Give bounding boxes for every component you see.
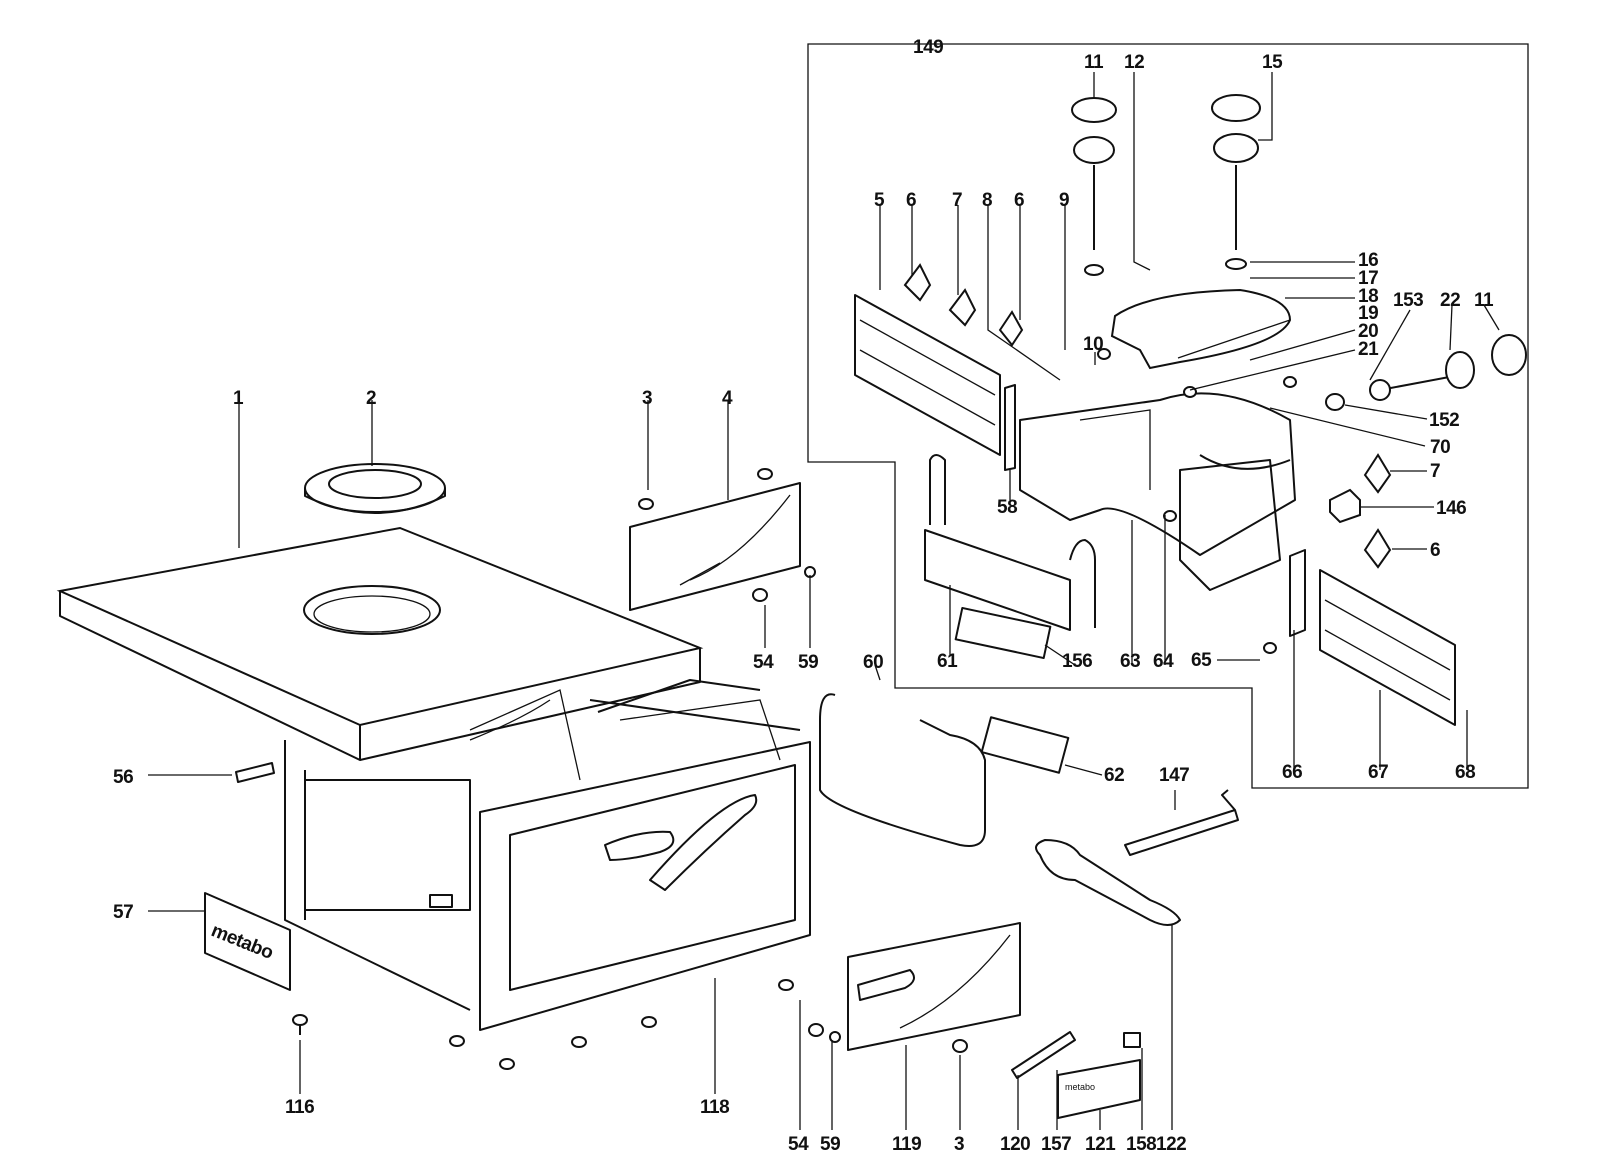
label-60: 60: [863, 652, 883, 673]
label-54: 54: [753, 652, 774, 673]
label-6: 6: [906, 190, 916, 211]
wrench-122: [1035, 839, 1181, 926]
label-11: 11: [1474, 290, 1494, 311]
label-15: 15: [1262, 52, 1283, 73]
side-rail-left: [854, 294, 1001, 456]
label-17: 17: [1358, 268, 1378, 289]
label-21: 21: [1358, 339, 1379, 360]
label-156: [954, 606, 1052, 660]
label-6: 6: [1014, 190, 1024, 211]
label-9: 9: [1059, 190, 1069, 211]
scale-120: [1011, 1031, 1076, 1079]
seal-60: [819, 693, 986, 847]
bracket-56: [235, 762, 275, 783]
label-62: 62: [1104, 765, 1124, 786]
plate-logo-text: metabo: [1065, 1082, 1095, 1092]
type-plate-121: metabo: [1057, 1059, 1141, 1119]
label-119: 119: [892, 1134, 921, 1155]
allen-key-147: [1124, 789, 1239, 856]
handle-146: [1329, 488, 1361, 524]
housing-63: [1019, 392, 1296, 591]
label-153: 153: [1393, 290, 1423, 311]
label-120: 120: [1000, 1134, 1030, 1155]
label-64: 64: [1153, 651, 1174, 672]
assembly-149-outline: [807, 43, 1529, 789]
fasteners: [292, 348, 1297, 1070]
label-2: 2: [366, 388, 376, 409]
label-61: 61: [937, 651, 958, 672]
label-59: 59: [798, 652, 818, 673]
label-16: 16: [1358, 250, 1378, 271]
cover-18: [1110, 288, 1292, 370]
label-158: [1123, 1032, 1141, 1048]
label-3: 3: [954, 1134, 964, 1155]
insert-ring: [304, 463, 446, 514]
label-11: 11: [1084, 52, 1104, 73]
logo-text: metabo: [208, 920, 276, 964]
table-top: [56, 526, 704, 761]
label-10: 10: [1083, 334, 1103, 355]
label-157: 157: [1041, 1134, 1071, 1155]
label-19: 19: [1358, 303, 1378, 324]
label-58: 58: [997, 497, 1017, 518]
panel-119: [847, 922, 1021, 1051]
leader-lines: [148, 72, 1500, 1130]
label-1: 1: [233, 388, 244, 409]
knob-11: [1071, 97, 1117, 276]
label-5: 5: [874, 190, 885, 211]
wing-knobs: [903, 263, 1392, 569]
bracket-58: [1004, 384, 1016, 471]
label-56: 56: [113, 767, 133, 788]
label-149: 149: [913, 37, 943, 58]
label-20: 20: [1358, 321, 1378, 342]
label-57: 57: [113, 902, 133, 923]
label-147: 147: [1159, 765, 1189, 786]
label-18: 18: [1358, 286, 1378, 307]
label-158: 158: [1126, 1134, 1156, 1155]
label-68: 68: [1455, 762, 1475, 783]
label-66: 66: [1282, 762, 1302, 783]
label-62: [980, 716, 1070, 774]
label-59: 59: [820, 1134, 840, 1155]
label-7: 7: [952, 190, 962, 211]
nut-152: [1325, 393, 1345, 411]
label-54: 54: [788, 1134, 809, 1155]
guard-61: [924, 454, 1096, 631]
label-65: 65: [1191, 650, 1212, 671]
label-63: 63: [1120, 651, 1140, 672]
side-rail-right: [1319, 569, 1456, 726]
part-labels: 149 11 12 15 5 6 7 8 6 9 10 16 17 18 19 …: [113, 37, 1495, 1155]
label-22: 22: [1440, 290, 1460, 311]
label-3: 3: [642, 388, 652, 409]
label-12: 12: [1124, 52, 1144, 73]
label-156: 156: [1062, 651, 1092, 672]
label-6: 6: [1430, 540, 1440, 561]
label-70: 70: [1430, 437, 1450, 458]
label-146: 146: [1436, 498, 1466, 519]
knob-15: [1211, 94, 1261, 270]
label-67: 67: [1368, 762, 1388, 783]
base-cabinet: [284, 679, 811, 1031]
label-7: 7: [1430, 461, 1440, 482]
label-116: 116: [285, 1097, 314, 1118]
label-4: 4: [722, 388, 733, 409]
panel-4: [629, 482, 801, 611]
label-121: 121: [1085, 1134, 1116, 1155]
lever-knob-22: [1369, 334, 1527, 401]
label-8: 8: [982, 190, 992, 211]
label-152: 152: [1429, 410, 1459, 431]
label-122: 122: [1156, 1134, 1186, 1155]
logo-plate-57: metabo: [204, 892, 291, 991]
bracket-66: [1289, 549, 1306, 637]
label-118: 118: [700, 1097, 729, 1118]
